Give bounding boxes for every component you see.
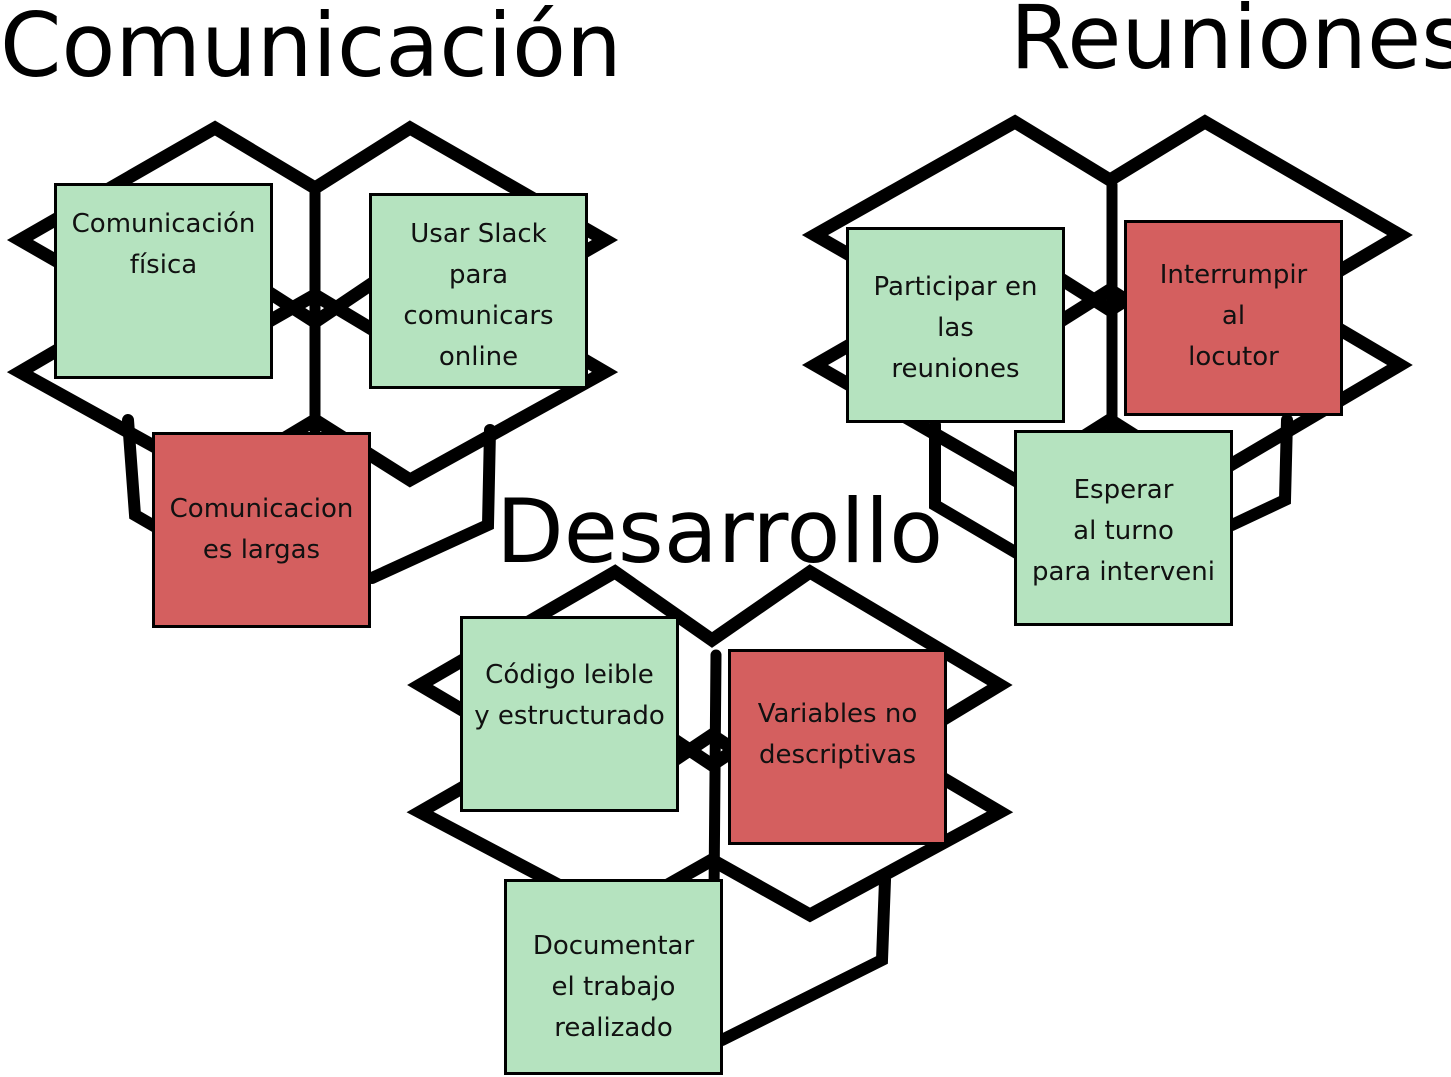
note-text: Comunicacion es largas bbox=[169, 494, 354, 565]
sticky-note-codigo-leible[interactable]: Código leible y estructurado bbox=[460, 616, 679, 812]
sticky-note-participar-reuniones[interactable]: Participar en las reuniones bbox=[846, 227, 1065, 423]
sticky-note-comunicaciones-largas[interactable]: Comunicacion es largas bbox=[152, 432, 371, 628]
title-comunicacion: Comunicación bbox=[0, 0, 622, 97]
sticky-note-usar-slack[interactable]: Usar Slack para comunicars online bbox=[369, 193, 588, 389]
sticky-note-variables-no-descriptivas[interactable]: Variables no descriptivas bbox=[728, 649, 947, 845]
title-reuniones: Reuniones bbox=[1010, 0, 1451, 89]
note-text: Comunicación física bbox=[71, 209, 256, 280]
title-desarrollo: Desarrollo bbox=[496, 480, 944, 583]
note-text: Código leible y estructurado bbox=[474, 660, 665, 731]
sticky-note-documentar-trabajo[interactable]: Documentar el trabajo realizado bbox=[504, 879, 723, 1075]
note-text: Variables no descriptivas bbox=[757, 699, 918, 770]
note-text: Documentar el trabajo realizado bbox=[532, 931, 695, 1043]
sticky-note-comunicacion-fisica[interactable]: Comunicación física bbox=[54, 183, 273, 379]
note-text: Interrumpir al locutor bbox=[1159, 260, 1308, 372]
note-text: Usar Slack para comunicars online bbox=[403, 219, 554, 372]
sticky-note-interrumpir-locutor[interactable]: Interrumpir al locutor bbox=[1124, 220, 1343, 416]
sticky-note-esperar-turno[interactable]: Esperar al turno para interveni bbox=[1014, 430, 1233, 626]
note-text: Esperar al turno para interveni bbox=[1032, 475, 1215, 587]
note-text: Participar en las reuniones bbox=[873, 272, 1038, 384]
